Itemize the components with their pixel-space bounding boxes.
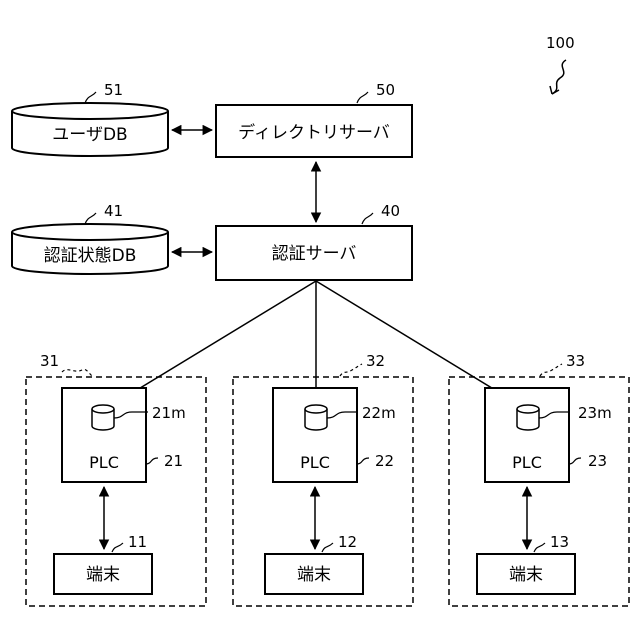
directory-server-ref: 50 bbox=[376, 81, 395, 99]
user-db-label: ユーザDB bbox=[52, 125, 127, 145]
terminal-12-leader bbox=[322, 543, 333, 552]
auth-state-db-label: 認証状態DB bbox=[44, 246, 137, 266]
auth-server-ref: 40 bbox=[381, 202, 400, 220]
user-db: ユーザDB bbox=[12, 103, 168, 156]
auth-state-db-leader bbox=[85, 213, 96, 224]
plc-23-leader bbox=[569, 458, 581, 464]
auth-state-db-ref: 41 bbox=[104, 202, 123, 220]
group-32-leader bbox=[340, 364, 362, 376]
figure-number: 100 bbox=[546, 34, 575, 52]
figure-number-arrowhead bbox=[550, 86, 559, 94]
terminal-13-label: 端末 bbox=[509, 565, 543, 585]
group-31: 31 21m PLC 21 端末 11 bbox=[26, 352, 206, 606]
memory-21m-ref: 21m bbox=[152, 404, 186, 422]
directory-server-label: ディレクトリサーバ bbox=[238, 122, 390, 143]
user-db-leader bbox=[85, 92, 96, 103]
memory-22m-ref: 22m bbox=[362, 404, 396, 422]
group-33-ref: 33 bbox=[566, 352, 585, 370]
memory-23m-icon bbox=[517, 405, 539, 430]
memory-22m-icon bbox=[305, 405, 327, 430]
terminal-12-label: 端末 bbox=[297, 565, 331, 585]
plc-23-label: PLC bbox=[512, 453, 542, 472]
group-31-ref: 31 bbox=[40, 352, 59, 370]
terminal-13-leader bbox=[534, 543, 545, 552]
terminal-11-ref: 11 bbox=[128, 533, 147, 551]
plc-22-leader bbox=[357, 458, 369, 464]
user-db-ref: 51 bbox=[104, 81, 123, 99]
auth-state-db: 認証状態DB bbox=[12, 224, 168, 274]
terminal-13-ref: 13 bbox=[550, 533, 569, 551]
terminal-11-label: 端末 bbox=[86, 565, 120, 585]
auth-server-leader bbox=[362, 213, 373, 224]
figure-number-squiggle bbox=[552, 60, 566, 94]
plc-21-leader bbox=[146, 458, 158, 464]
memory-21m-icon bbox=[92, 405, 114, 430]
plc-22-ref: 22 bbox=[375, 452, 394, 470]
terminal-11-leader bbox=[112, 543, 123, 552]
plc-21-label: PLC bbox=[89, 453, 119, 472]
group-32-ref: 32 bbox=[366, 352, 385, 370]
terminal-12-ref: 12 bbox=[338, 533, 357, 551]
group-32: 32 22m PLC 22 端末 12 bbox=[233, 352, 413, 606]
plc-23-ref: 23 bbox=[588, 452, 607, 470]
directory-server-leader bbox=[357, 92, 368, 103]
group-33: 33 23m PLC 23 端末 13 bbox=[449, 352, 629, 606]
memory-23m-ref: 23m bbox=[578, 404, 612, 422]
plc-22-label: PLC bbox=[300, 453, 330, 472]
auth-server-label: 認証サーバ bbox=[272, 244, 357, 264]
group-31-leader bbox=[62, 369, 92, 376]
group-33-leader bbox=[540, 364, 562, 376]
plc-21-ref: 21 bbox=[164, 452, 183, 470]
